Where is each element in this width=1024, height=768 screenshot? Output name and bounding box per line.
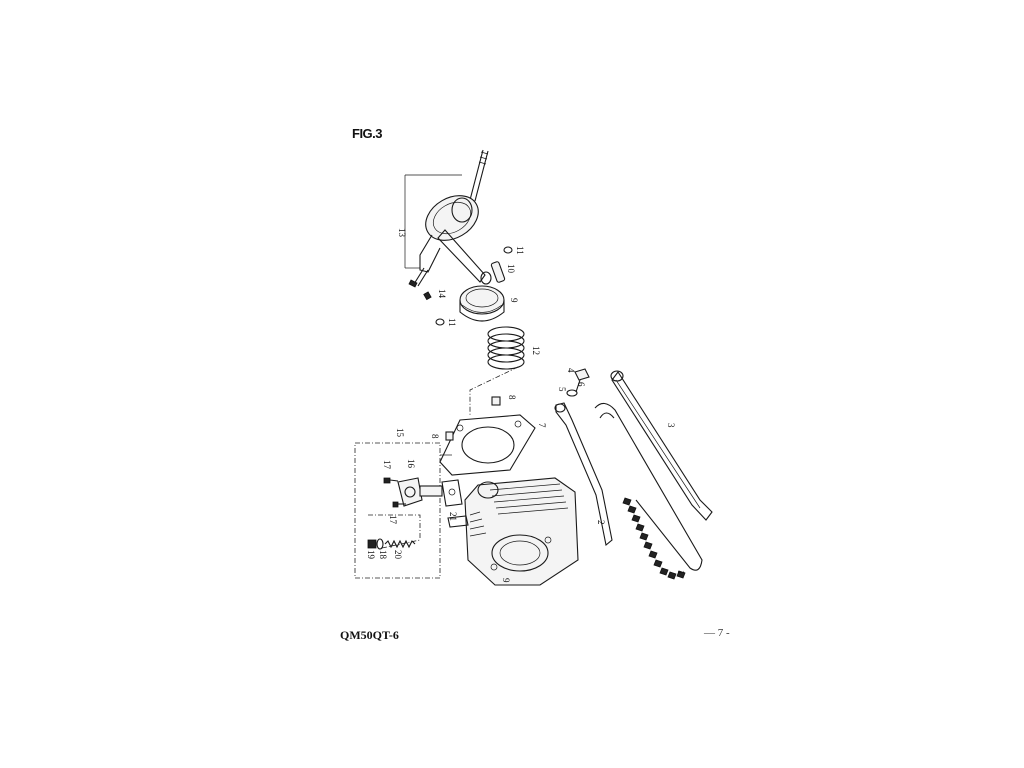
- tensioner-bolt: [566, 368, 590, 397]
- callout-17: 17: [382, 460, 392, 470]
- callout-9: 9: [509, 298, 519, 303]
- callout-12: 12: [531, 346, 541, 355]
- callout-20: 20: [393, 550, 403, 560]
- callout-6: 6: [576, 382, 586, 387]
- piston-pin-clip: [435, 318, 445, 326]
- model-number: QM50QT-6: [340, 628, 399, 642]
- callout-16: 16: [406, 459, 416, 469]
- tensioner-screw: [367, 538, 416, 550]
- callout-15: 15: [395, 428, 405, 438]
- piston-pin-clip: [503, 246, 513, 254]
- dowel-pin: [423, 291, 432, 301]
- piston-pin: [490, 261, 506, 283]
- piston-rings: [487, 326, 525, 370]
- callout-19: 19: [366, 550, 376, 560]
- alignment-line: [381, 539, 421, 549]
- callout-8: 8: [507, 395, 517, 400]
- dowel-pin: [491, 396, 501, 406]
- callout-2: 2: [596, 520, 606, 525]
- callout-labels: 13 10 11 14 9 11 12 4 5 6 8 3 7 15 8 17 …: [366, 228, 686, 583]
- figure-title: FIG.3: [352, 126, 383, 141]
- crankshaft-assembly: [408, 149, 492, 288]
- callout-18: 18: [378, 550, 388, 560]
- callout-8: 8: [430, 434, 440, 439]
- tensioner-blade: [554, 402, 613, 547]
- callout-14: 14: [437, 289, 447, 299]
- tensioner-gasket: [447, 515, 469, 528]
- callout-4: 4: [566, 368, 576, 373]
- tensioner-bolt: [392, 501, 406, 508]
- chain-guide: [610, 370, 713, 521]
- callout-13: 13: [397, 228, 407, 238]
- callout-5: 5: [557, 387, 567, 392]
- callout-11: 11: [447, 318, 457, 327]
- callout-10: 10: [506, 264, 516, 274]
- callout-17: 17: [388, 515, 398, 525]
- callout-3: 3: [666, 423, 676, 428]
- alignment-line: [469, 366, 519, 415]
- piston: [459, 285, 505, 322]
- cam-chain: [594, 402, 703, 580]
- cylinder-block: [464, 477, 579, 586]
- page-number: — 7 -: [704, 627, 730, 639]
- dowel-pin: [445, 431, 454, 441]
- callout-7: 7: [537, 423, 547, 428]
- subassembly-box: [354, 442, 441, 579]
- callout-11: 11: [515, 246, 525, 255]
- alignment-line: [368, 514, 421, 540]
- callout-1: 1: [676, 570, 686, 575]
- cylinder-gasket: [439, 414, 536, 476]
- tensioner-body: [397, 477, 463, 507]
- callout-9: 9: [501, 578, 511, 583]
- callout-21: 21: [448, 512, 458, 521]
- tensioner-bolt: [383, 477, 399, 484]
